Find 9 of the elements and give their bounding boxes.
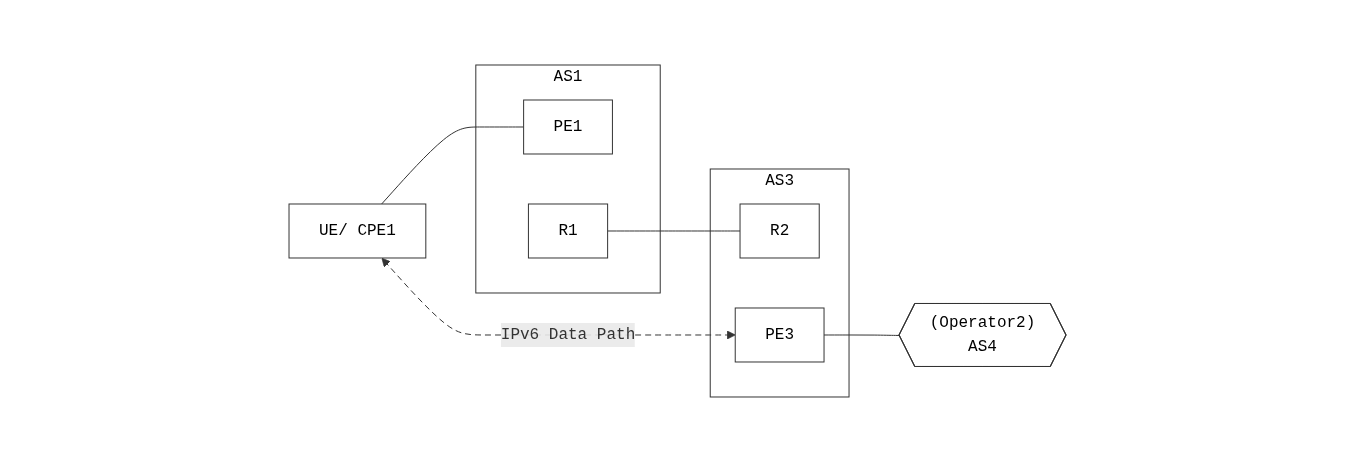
node-box: UE/ CPE1 bbox=[288, 203, 427, 258]
connector bbox=[607, 230, 741, 231]
connector bbox=[823, 334, 900, 336]
node-box: PE3 bbox=[734, 307, 825, 362]
node-box: R2 bbox=[739, 203, 820, 258]
node-box: PE1 bbox=[523, 99, 613, 154]
connector bbox=[381, 126, 525, 204]
node-box: R1 bbox=[527, 203, 609, 258]
edge-label: IPv6 Data Path bbox=[500, 325, 636, 344]
